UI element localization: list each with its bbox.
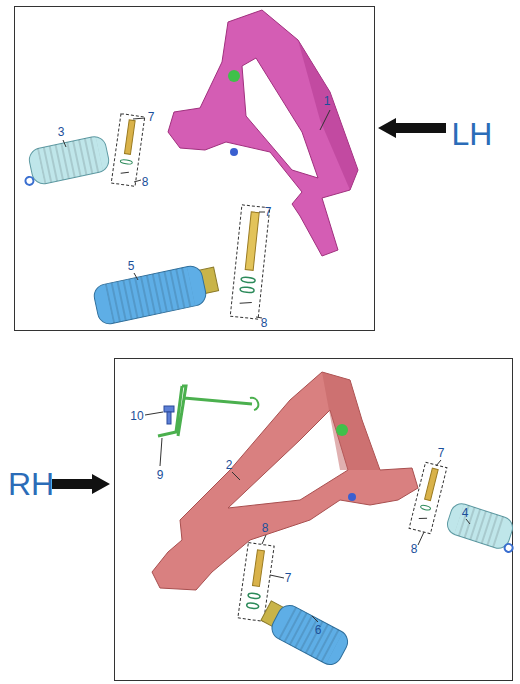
footpeg <box>19 134 111 187</box>
pin-group <box>409 462 447 533</box>
callout-number: 6 <box>315 623 322 637</box>
stay-bracket <box>158 386 252 436</box>
callout-number: 9 <box>157 468 164 482</box>
callout-number: 7 <box>148 110 155 124</box>
footpeg <box>257 596 352 669</box>
callout-number: 2 <box>226 458 233 472</box>
direction-arrow <box>52 474 110 494</box>
footpeg <box>445 501 520 553</box>
leader-lines <box>63 110 470 622</box>
side-label: RH <box>8 467 54 501</box>
side-label: LH <box>452 117 493 151</box>
callout-number: 3 <box>58 125 65 139</box>
pin-group <box>111 114 145 187</box>
direction-arrow <box>378 118 446 138</box>
callout-number: 5 <box>128 259 135 273</box>
callout-number: 10 <box>130 409 143 423</box>
callout-number: 7 <box>265 205 272 219</box>
callout-number: 8 <box>261 316 268 330</box>
callout-number: 7 <box>438 446 445 460</box>
bushing <box>228 70 240 82</box>
rh-bracket <box>152 372 418 590</box>
callout-number: 8 <box>262 521 269 535</box>
bolt <box>164 406 174 424</box>
callout-number: 8 <box>142 175 149 189</box>
callout-number: 1 <box>324 94 331 108</box>
pin-group <box>230 205 270 319</box>
callout-number: 8 <box>411 542 418 556</box>
lh-bracket <box>168 10 358 256</box>
callout-number: 7 <box>285 571 292 585</box>
footpeg <box>92 261 221 326</box>
panel-frame <box>15 7 375 331</box>
callout-number: 4 <box>462 506 469 520</box>
